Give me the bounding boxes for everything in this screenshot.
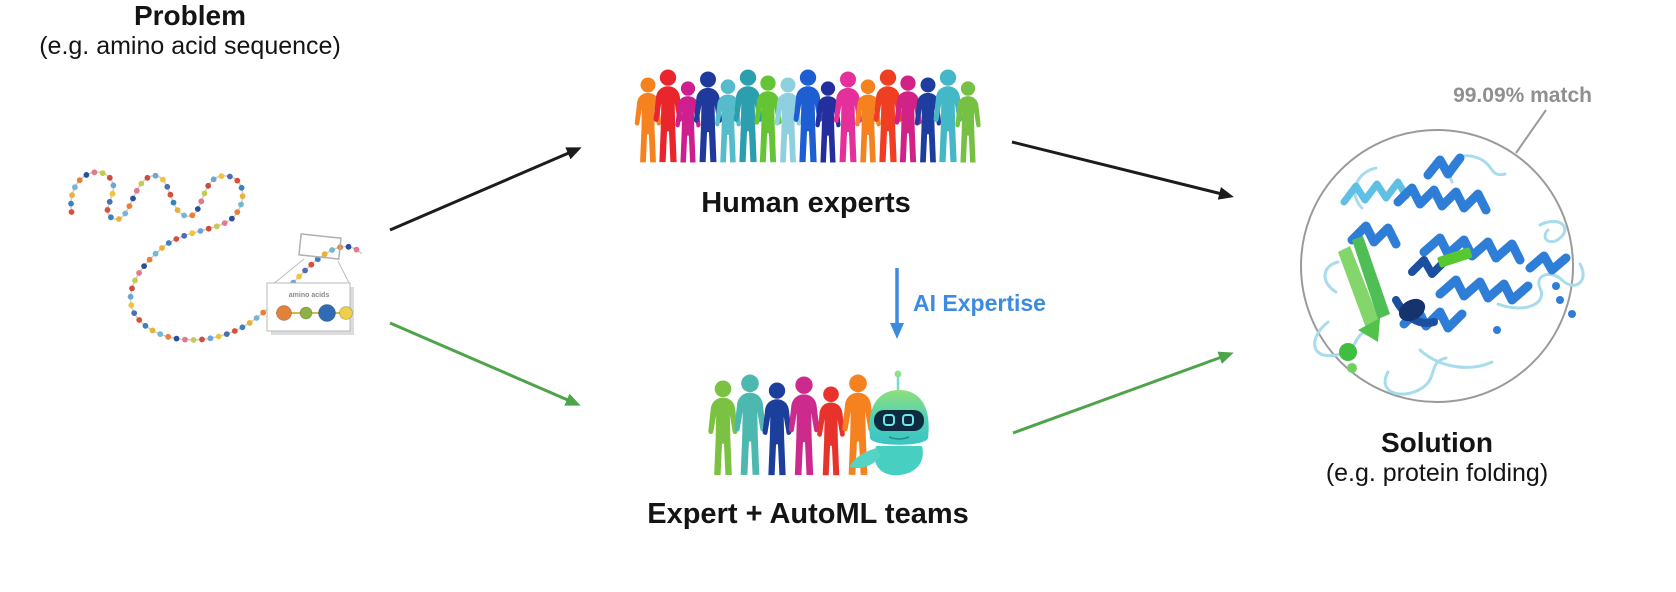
automl-robot-icon <box>850 370 929 476</box>
problem-node-label: Problem (e.g. amino acid sequence) <box>0 0 380 61</box>
protein-structure-icon <box>1313 153 1585 396</box>
robot-eye-left <box>883 414 895 426</box>
solution-subtitle: (e.g. protein folding) <box>1325 459 1549 488</box>
amino-acid-inset: amino acids <box>266 282 354 335</box>
robot-eye-right <box>902 414 914 426</box>
arrow-problem-to-automl <box>389 321 581 406</box>
flow-arrows <box>389 140 1234 435</box>
chain-highlight-box <box>298 233 342 260</box>
arrow-experts-to-solution <box>1011 140 1234 200</box>
solution-title: Solution <box>1381 427 1493 458</box>
inset-label: amino acids <box>289 292 330 299</box>
solution-node <box>1300 109 1585 403</box>
match-badge: 99.09% match <box>1453 84 1592 107</box>
problem-subtitle: (e.g. amino acid sequence) <box>39 32 341 61</box>
ai-expertise-label: AI Expertise <box>913 290 1046 316</box>
human-experts-label: Human experts <box>701 187 911 219</box>
match-callout-line <box>1515 109 1547 154</box>
human-experts-crowd-icon <box>634 69 981 163</box>
solution-node-label: Solution (e.g. protein folding) <box>1257 427 1617 488</box>
automl-team-label: Expert + AutoML teams <box>647 498 969 530</box>
arrow-problem-to-experts <box>389 147 582 232</box>
automl-team-crowd-icon <box>708 374 874 476</box>
arrow-automl-to-solution <box>1012 351 1234 435</box>
problem-title: Problem <box>133 0 247 31</box>
amino-acid-chain-icon: amino acids <box>68 169 363 343</box>
